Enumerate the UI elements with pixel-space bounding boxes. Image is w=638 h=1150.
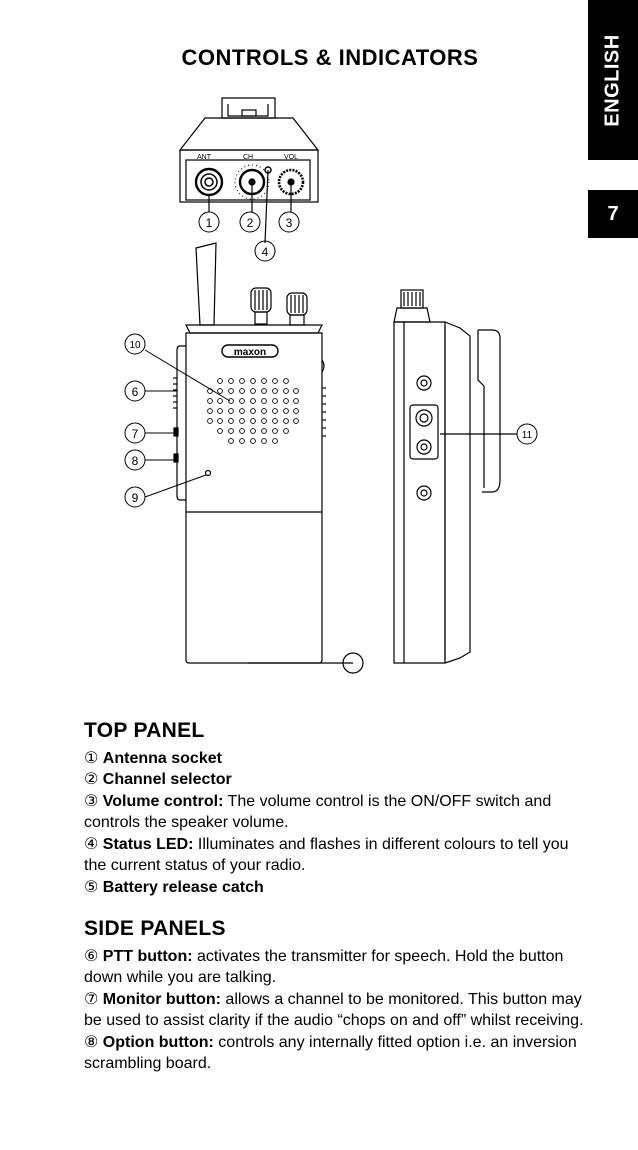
callout-4: 4 <box>262 245 269 259</box>
callout-8: 8 <box>132 454 139 468</box>
callout-1: 1 <box>206 216 213 230</box>
jack-label-ch: CH <box>243 154 253 161</box>
callout-11: 11 <box>522 430 533 441</box>
list-item: ⑥ PTT button: activates the transmitter … <box>84 947 564 987</box>
page-number: 7 <box>588 190 638 238</box>
speaker-grille-icon <box>207 378 299 444</box>
jack-label-vol: VOL <box>284 154 298 161</box>
callout-3: 3 <box>286 216 293 230</box>
callout-2: 2 <box>247 216 254 230</box>
front-callouts: 10 6 7 8 9 <box>124 333 231 508</box>
list-item: ⑦ Monitor button: allows a channel to be… <box>84 990 584 1030</box>
side-view <box>393 289 517 664</box>
callout-9: 9 <box>132 491 139 505</box>
callout-7: 7 <box>132 427 139 441</box>
list-item: ① Antenna socket <box>84 749 222 767</box>
brand-logo-text: maxon <box>234 347 266 358</box>
top-panel-view: ANT CH VOL <box>178 97 320 244</box>
list-item: ③ Volume control: The volume control is … <box>84 792 552 832</box>
antenna-socket-icon <box>194 167 224 197</box>
list-item: ② Channel selector <box>84 771 232 788</box>
front-view: maxon <box>173 242 364 674</box>
callout-10: 10 <box>129 340 141 351</box>
side-panels-heading: SIDE PANELS <box>84 917 226 940</box>
radio-diagram: ANT CH VOL 1 2 3 4 <box>124 97 538 674</box>
top-callouts: 1 2 3 4 <box>198 211 300 262</box>
list-item: ④ Status LED: Illuminates and flashes in… <box>84 835 569 875</box>
page-title: CONTROLS & INDICATORS <box>181 45 479 70</box>
top-panel-heading: TOP PANEL <box>84 719 205 742</box>
callout-6: 6 <box>132 385 139 399</box>
jack-label-ant: ANT <box>197 154 212 161</box>
list-item: ⑤ Battery release catch <box>84 878 264 896</box>
volume-knob-icon <box>277 168 305 196</box>
list-item: ⑧ Option button: controls any internally… <box>84 1033 577 1073</box>
language-tab: ENGLISH <box>588 0 638 160</box>
instructions-text: TOP PANEL ① Antenna socket ② Channel sel… <box>84 720 584 1075</box>
